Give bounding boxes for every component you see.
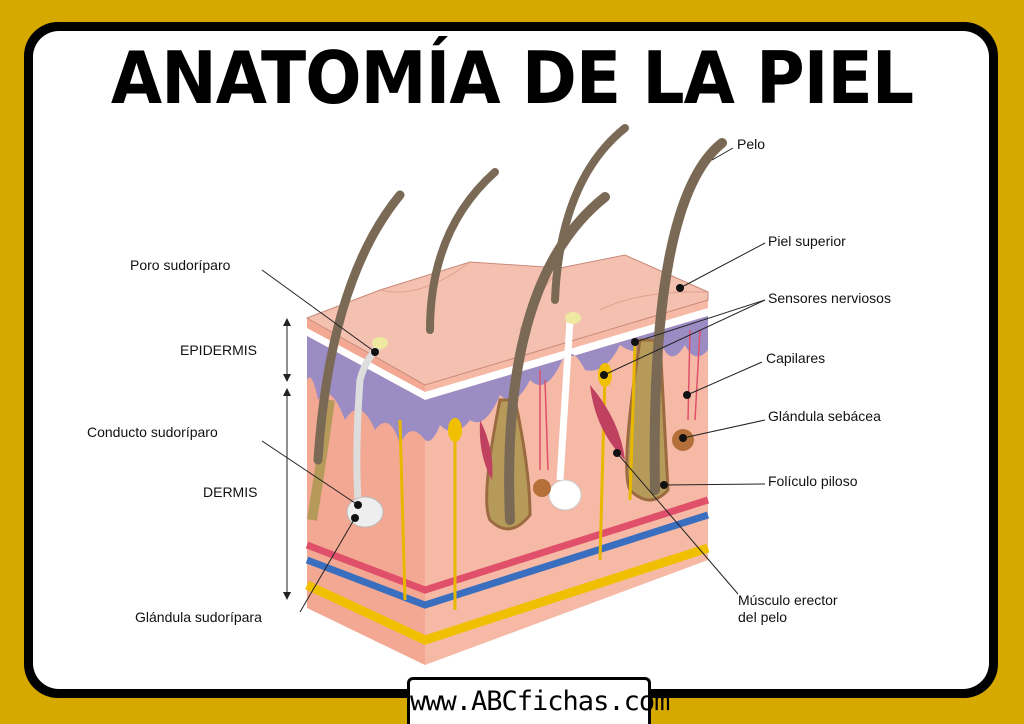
- label-capilares: Capilares: [766, 350, 826, 366]
- label-conducto-sudoriparo: Conducto sudoríparo: [87, 424, 218, 440]
- label-sensores-nerviosos: Sensores nerviosos: [768, 290, 891, 306]
- epidermis-left: [307, 336, 425, 445]
- label-glandula-sebacea: Glándula sebácea: [768, 408, 881, 424]
- label-epidermis: EPIDERMIS: [180, 342, 258, 358]
- vein: [305, 511, 710, 609]
- nerve-band: [305, 543, 710, 645]
- label-foliculo-piloso: Folículo piloso: [768, 473, 858, 489]
- label-musculo-erector-2: del pelo: [738, 609, 788, 625]
- erector-muscle: [479, 420, 493, 480]
- epidermis-right: [425, 316, 708, 441]
- artery: [305, 496, 710, 594]
- label-poro-sudoriparo: Poro sudoríparo: [130, 257, 231, 273]
- sweat-duct: [353, 342, 383, 501]
- label-musculo-erector: Músculo erector: [738, 592, 838, 608]
- page-title: ANATOMÍA DE LA PIEL: [110, 36, 914, 120]
- footer-website-link[interactable]: www.ABCfichas.com: [407, 677, 670, 724]
- label-glandula-sudoripara: Glándula sudorípara: [135, 609, 262, 625]
- hairs: [313, 124, 727, 525]
- label-pelo: Pelo: [737, 136, 766, 152]
- label-piel-superior: Piel superior: [768, 233, 846, 249]
- label-dermis: DERMIS: [203, 484, 258, 500]
